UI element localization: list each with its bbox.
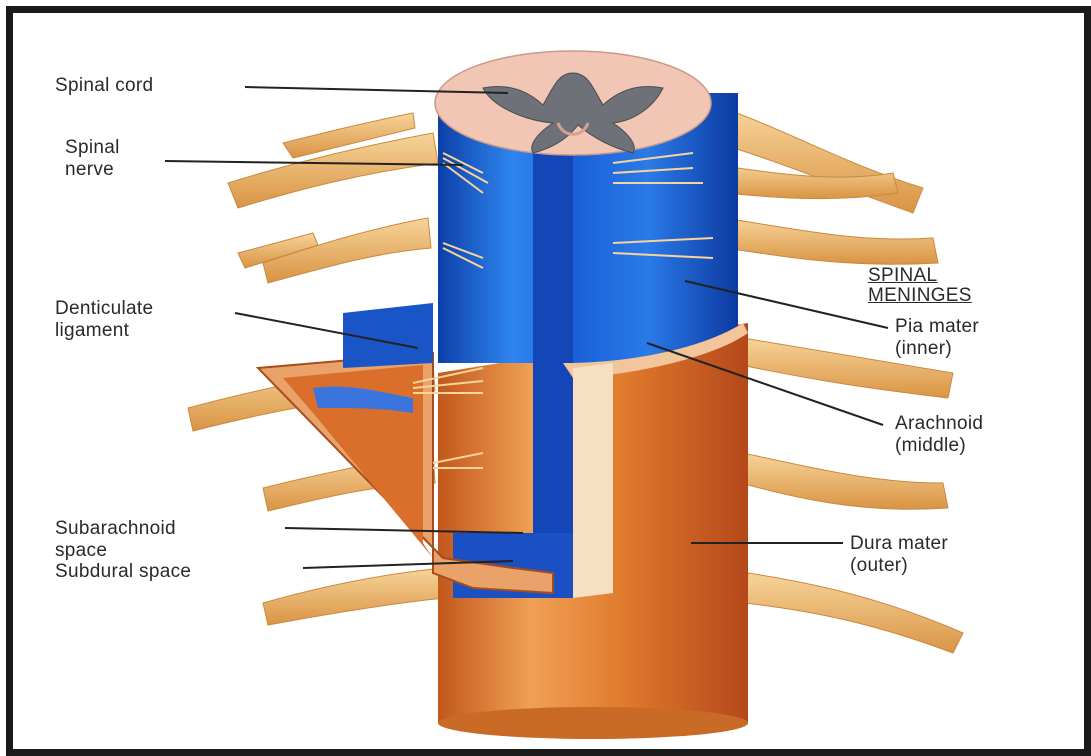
label-denticulate-ligament: Denticulate ligament <box>55 298 153 342</box>
label-dura-mater: Dura mater (outer) <box>850 533 948 577</box>
label-pia-mater: Pia mater (inner) <box>895 316 979 360</box>
label-spinal-meninges-header: SPINAL MENINGES <box>868 266 972 306</box>
label-arachnoid: Arachnoid (middle) <box>895 413 983 457</box>
label-spinal-cord: Spinal cord <box>55 75 153 97</box>
label-subarachnoid-space: Subarachnoid space <box>55 518 176 562</box>
label-spinal-nerve: Spinal nerve <box>65 137 120 181</box>
spinal-cord-illustration <box>13 13 1084 749</box>
diagram-frame: Spinal cord Spinal nerve Denticulate lig… <box>6 6 1091 756</box>
label-subdural-space: Subdural space <box>55 561 191 583</box>
